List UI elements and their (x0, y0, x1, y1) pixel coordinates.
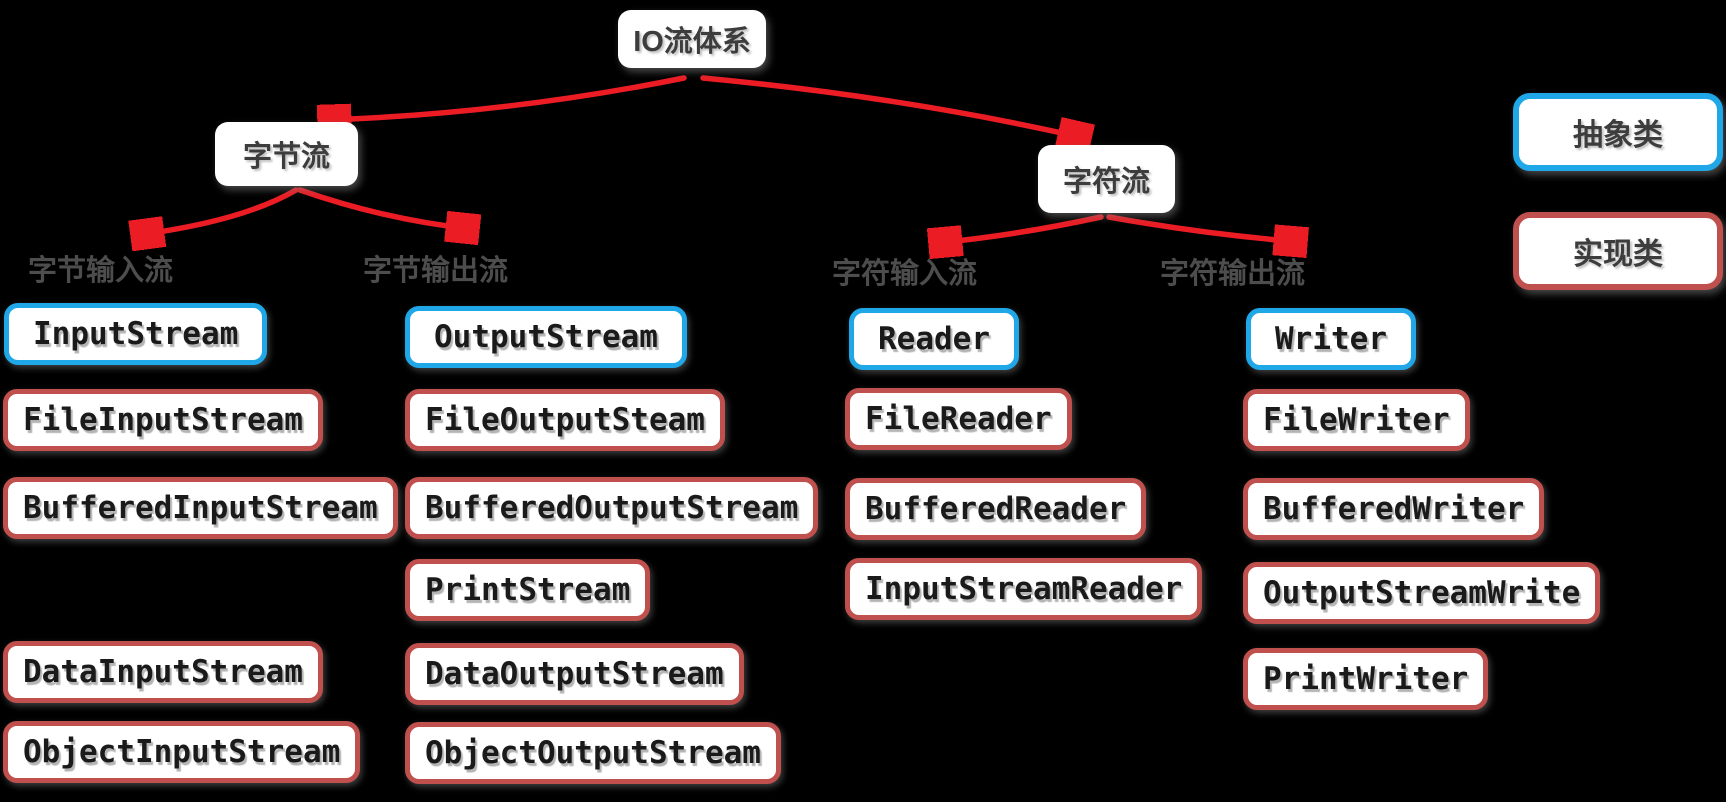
class-box-bufferedoutputstream: BufferedOutputStream (405, 477, 819, 539)
class-box-fileinputstream: FileInputStream (3, 389, 323, 451)
group-label-char-input-stream: 字符输入流 (832, 258, 978, 290)
arrow-root-to-byte-stream (325, 75, 687, 120)
class-box-outputstream: OutputStream (405, 306, 687, 368)
class-box-reader: Reader (849, 308, 1019, 370)
class-box-printstream: PrintStream (405, 559, 651, 621)
class-box-objectinputstream: ObjectInputStream (3, 721, 361, 783)
class-box-inputstreamreader: InputStreamReader (845, 558, 1203, 620)
class-box-printwriter: PrintWriter (1243, 648, 1489, 710)
class-box-datainputstream: DataInputStream (3, 641, 323, 703)
class-box-dataoutputstream: DataOutputStream (405, 643, 744, 705)
arrow-char-to-char-output (1106, 214, 1300, 242)
class-box-filereader: FileReader (845, 388, 1072, 450)
legend-implementation-class: 实现类 (1513, 212, 1723, 290)
class-box-objectoutputstream: ObjectOutputStream (405, 722, 781, 784)
node-char-stream: 字符流 (1038, 145, 1175, 213)
class-box-filewriter: FileWriter (1243, 389, 1470, 451)
class-box-bufferedwriter: BufferedWriter (1243, 478, 1545, 540)
group-label-char-output-stream: 字符输出流 (1160, 258, 1306, 290)
arrow-byte-to-byte-output (297, 187, 472, 229)
legend-abstract-class: 抽象类 (1513, 93, 1723, 171)
arrow-root-to-char-stream (700, 75, 1084, 138)
arrow-byte-to-byte-input (138, 187, 299, 235)
class-box-inputstream: InputStream (4, 303, 268, 365)
node-io-stream-system: IO流体系 (618, 10, 766, 68)
class-box-bufferedreader: BufferedReader (845, 478, 1147, 540)
class-box-outputstreamwrite: OutputStreamWrite (1243, 562, 1601, 624)
class-box-fileoutputsteam: FileOutputSteam (405, 389, 725, 451)
group-label-byte-output-stream: 字节输出流 (363, 255, 509, 287)
class-box-bufferedinputstream: BufferedInputStream (3, 477, 398, 539)
node-byte-stream: 字节流 (215, 122, 358, 186)
group-label-byte-input-stream: 字节输入流 (28, 255, 174, 287)
class-box-writer: Writer (1246, 308, 1416, 370)
arrow-char-to-char-input (936, 214, 1104, 243)
